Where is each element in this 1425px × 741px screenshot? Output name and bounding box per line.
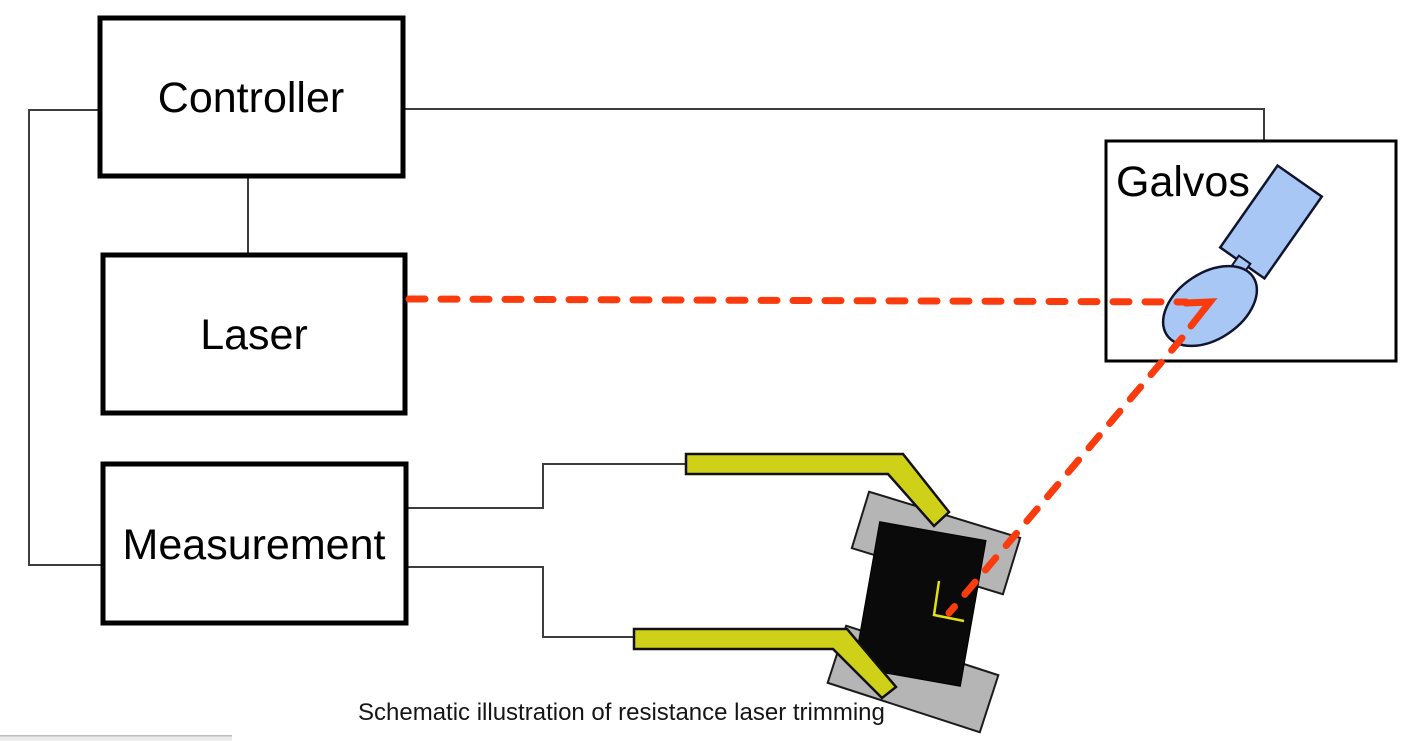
- laser-box: [100, 252, 408, 416]
- galvos-label: Galvos: [1116, 158, 1250, 206]
- wire-controller-to-galvos: [403, 108, 1265, 142]
- controller-box: [97, 15, 406, 179]
- laser-label: Laser: [200, 311, 308, 359]
- probe-top-icon: [684, 452, 951, 528]
- beam-reflection-corner: [1182, 298, 1218, 330]
- bottom-edge-artifact-border: [0, 735, 232, 737]
- laser-beam-dashed: [405, 295, 1190, 306]
- resistor-body: [853, 521, 987, 687]
- measurement-label: Measurement: [123, 521, 386, 569]
- caption: Schematic illustration of resistance las…: [358, 699, 885, 726]
- reflected-beam-dashed: [945, 334, 1186, 617]
- controller-label: Controller: [158, 74, 344, 122]
- wire-measurement-to-bottom-probe: [406, 566, 638, 638]
- wire-measurement-to-top-probe: [406, 463, 688, 509]
- probe-bottom-icon: [632, 627, 898, 700]
- trim-cut-mark: [932, 580, 965, 623]
- measurement-box: [100, 461, 409, 626]
- bottom-edge-artifact: [0, 736, 232, 741]
